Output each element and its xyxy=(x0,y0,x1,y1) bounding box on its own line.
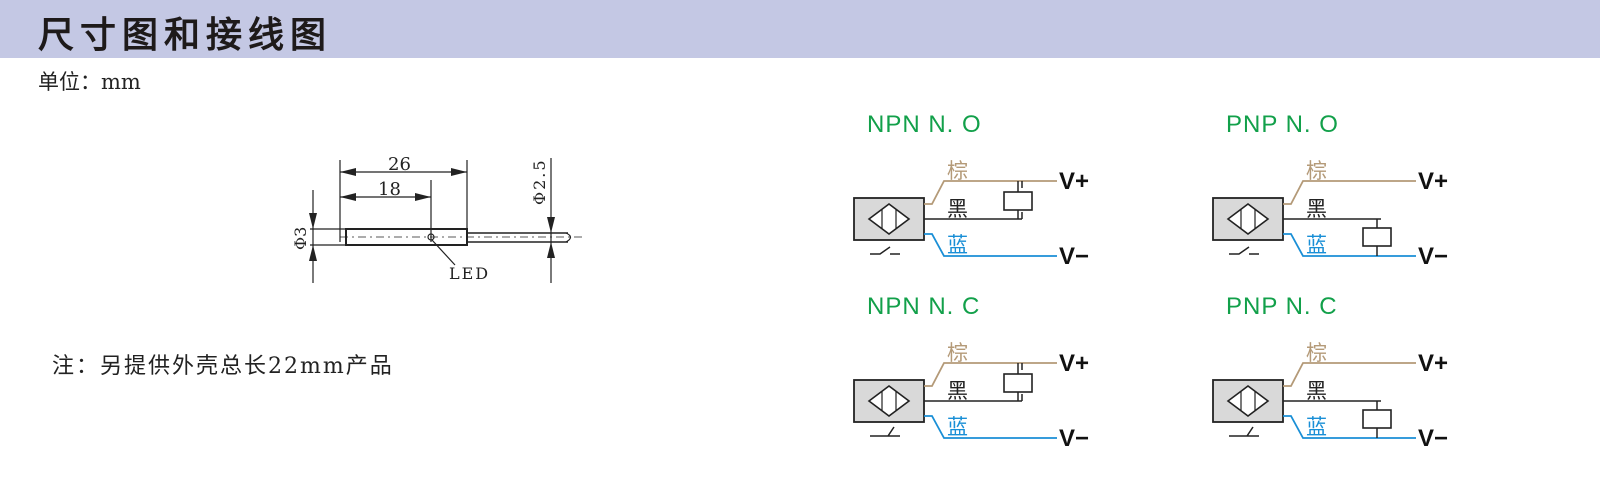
wiring-title: PNP N. O xyxy=(1226,111,1339,138)
blue-wire-label: 蓝 xyxy=(947,415,968,439)
led-label: LED xyxy=(449,264,490,283)
black-wire-label: 黑 xyxy=(1306,379,1327,403)
brown-wire xyxy=(924,362,1057,387)
arrow xyxy=(547,242,555,258)
wiring-diagram-npn-no: 棕黑蓝 V+ V− xyxy=(853,159,1089,270)
brown-wire-label: 棕 xyxy=(947,341,968,365)
normally-open-contact-icon xyxy=(870,246,900,255)
arrow xyxy=(309,245,317,261)
unit-label: 单位：mm xyxy=(38,70,141,94)
black-wire-label: 黑 xyxy=(947,197,968,221)
arrow xyxy=(340,193,356,201)
load-icon xyxy=(1003,373,1033,393)
wiring-diagram-pnp-nc: 棕黑蓝 V+ V− xyxy=(1212,341,1448,452)
dim-26-label: 26 xyxy=(388,154,411,175)
phi3-label: Φ3 xyxy=(291,227,310,250)
brown-wire xyxy=(1283,362,1416,387)
wiring-title: NPN N. O xyxy=(867,111,982,138)
wiring-diagram-npn-nc: 棕黑蓝 V+ V− xyxy=(853,341,1089,452)
brown-wire xyxy=(924,180,1057,205)
blue-wire xyxy=(1283,233,1416,257)
note-text: 注：另提供外壳总长22mm产品 xyxy=(52,354,394,379)
page-title: 尺寸图和接线图 xyxy=(38,14,333,56)
blue-wire-label: 蓝 xyxy=(1306,233,1327,257)
brown-wire-label: 棕 xyxy=(947,159,968,183)
v-minus-label: V− xyxy=(1418,243,1448,270)
load-icon xyxy=(1362,227,1392,247)
black-wire-label: 黑 xyxy=(1306,197,1327,221)
led-leader xyxy=(431,239,456,266)
wiring-diagram-pnp-no: 棕黑蓝 V+ V− xyxy=(1212,159,1448,270)
arrow xyxy=(451,168,467,176)
arrow xyxy=(415,193,431,201)
dimension-drawing: 26 18 LED Φ3 Φ2.5 xyxy=(291,154,582,283)
dim-18-label: 18 xyxy=(378,179,401,200)
load-icon xyxy=(1362,409,1392,429)
wiring-title: PNP N. C xyxy=(1226,293,1338,320)
header-bar: 尺寸图和接线图 xyxy=(0,0,1600,58)
brown-wire xyxy=(1283,180,1416,205)
black-wire-label: 黑 xyxy=(947,379,968,403)
cable-end xyxy=(565,232,572,243)
arrow xyxy=(547,217,555,233)
v-minus-label: V− xyxy=(1059,243,1089,270)
normally-closed-contact-icon xyxy=(870,426,900,437)
v-plus-label: V+ xyxy=(1059,350,1089,377)
brown-wire-label: 棕 xyxy=(1306,159,1327,183)
v-plus-label: V+ xyxy=(1059,168,1089,195)
phi25-label: Φ2.5 xyxy=(530,158,549,205)
v-minus-label: V− xyxy=(1418,425,1448,452)
arrow xyxy=(340,168,356,176)
normally-closed-contact-icon xyxy=(1229,426,1259,437)
led-dot xyxy=(427,233,435,241)
blue-wire-label: 蓝 xyxy=(1306,415,1327,439)
brown-wire-label: 棕 xyxy=(1306,341,1327,365)
v-plus-label: V+ xyxy=(1418,350,1448,377)
blue-wire xyxy=(924,415,1057,439)
load-icon xyxy=(1003,191,1033,211)
v-plus-label: V+ xyxy=(1418,168,1448,195)
arrow xyxy=(309,213,317,229)
v-minus-label: V− xyxy=(1059,425,1089,452)
wiring-title: NPN N. C xyxy=(867,293,981,320)
blue-wire-label: 蓝 xyxy=(947,233,968,257)
normally-open-contact-icon xyxy=(1229,246,1259,255)
blue-wire xyxy=(1283,415,1416,439)
blue-wire xyxy=(924,233,1057,257)
